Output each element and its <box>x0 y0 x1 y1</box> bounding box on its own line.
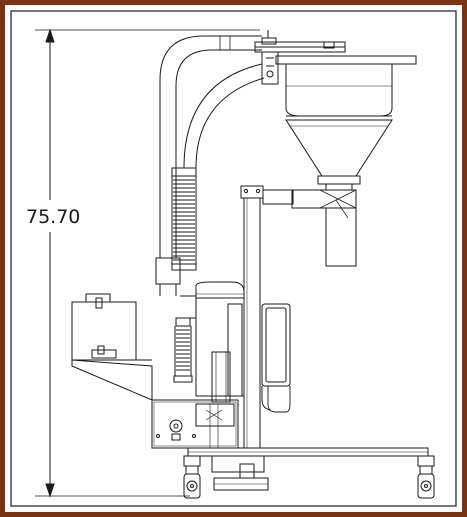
height-dimension <box>35 28 260 498</box>
dimension-arrow-bottom <box>45 483 55 498</box>
vacuum-receiver <box>180 281 245 397</box>
top-bracket <box>254 30 346 85</box>
hopper <box>275 55 417 190</box>
conveying-tube <box>155 35 265 296</box>
base-cart <box>187 447 429 491</box>
flexible-hose <box>171 167 197 383</box>
dimension-arrow-top <box>45 28 55 43</box>
dust-collector <box>71 293 153 401</box>
base-enclosure <box>151 351 239 449</box>
dimension-value: 75.70 <box>26 206 80 228</box>
inner-border <box>10 10 457 507</box>
discharge-chute <box>291 189 357 267</box>
control-cabinet <box>261 303 291 413</box>
caster-left <box>183 455 201 499</box>
caster-right <box>417 455 435 499</box>
